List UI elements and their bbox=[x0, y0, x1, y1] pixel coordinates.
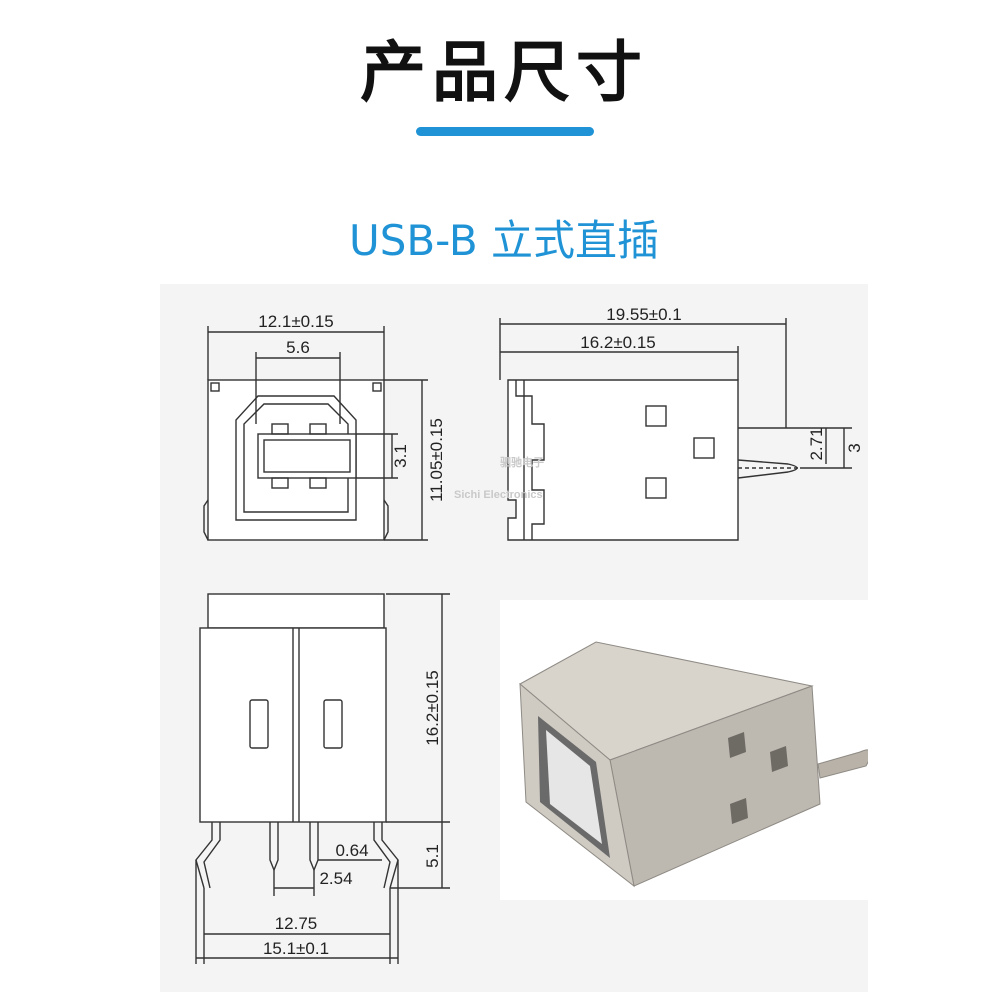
side-pin-offset-b-label: 3 bbox=[845, 443, 864, 452]
top-view bbox=[195, 593, 450, 964]
watermark-en: Sichi Electronics bbox=[454, 489, 543, 501]
top-pin-pitch-label: 2.54 bbox=[319, 869, 352, 888]
top-pin-length-label: 5.1 bbox=[423, 844, 442, 868]
front-height-label: 11.05±0.15 bbox=[427, 418, 446, 502]
side-pin-offset-a-label: 2.71 bbox=[807, 427, 826, 460]
title-underline bbox=[416, 127, 594, 136]
side-view bbox=[499, 318, 852, 541]
front-tongue-label: 3.1 bbox=[391, 444, 410, 468]
side-total-length-label: 19.55±0.1 bbox=[606, 305, 682, 324]
product-photo bbox=[500, 600, 868, 900]
top-width-label: 15.1±0.1 bbox=[263, 939, 329, 958]
front-opening-label: 5.6 bbox=[286, 338, 310, 357]
technical-drawing: 12.1±0.15 5.6 11.05±0.15 3.1 19.55±0.1 1… bbox=[160, 284, 868, 992]
watermark-cn: 驷驰电子 bbox=[500, 455, 544, 469]
front-view bbox=[203, 326, 428, 541]
page-title: 产品尺寸 bbox=[360, 34, 648, 111]
top-leg-span-label: 12.75 bbox=[275, 914, 318, 933]
drawing-canvas: 12.1±0.15 5.6 11.05±0.15 3.1 19.55±0.1 1… bbox=[195, 305, 868, 964]
front-width-label: 12.1±0.15 bbox=[258, 312, 334, 331]
top-length-label: 16.2±0.15 bbox=[423, 670, 442, 746]
side-body-length-label: 16.2±0.15 bbox=[580, 333, 656, 352]
top-pin-width-label: 0.64 bbox=[335, 841, 368, 860]
subtitle: USB-B 立式直插 bbox=[348, 216, 660, 265]
